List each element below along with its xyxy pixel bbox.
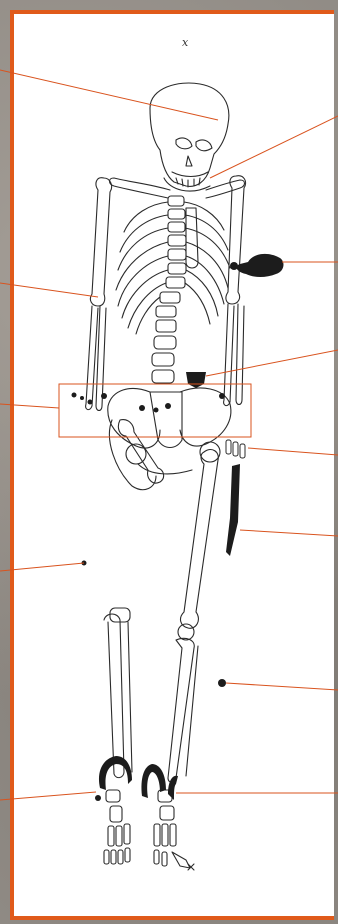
right-foot [154, 790, 194, 870]
left-ribs [116, 202, 168, 334]
artifact-blob [72, 254, 284, 801]
leader-line-knife [240, 530, 338, 536]
bead-cluster-dot [230, 262, 238, 270]
right-radius [224, 304, 234, 406]
ornament-cluster [237, 254, 284, 277]
leader-line-jaw [210, 116, 338, 178]
skeleton-drawing [86, 83, 246, 870]
left-ankle-ring [99, 756, 132, 790]
right-tibia [168, 638, 194, 782]
leader-line-knee-bead [226, 683, 338, 690]
left-clavicle [110, 178, 171, 198]
right-humerus [226, 176, 246, 304]
hand-bones-right [226, 440, 245, 458]
belt-plaque [186, 372, 206, 388]
right-clavicle [206, 180, 245, 198]
right-ribs [184, 202, 230, 324]
left-foot [104, 790, 130, 864]
leader-lines [0, 70, 338, 800]
spine [152, 196, 186, 383]
leader-line-field-bead [0, 563, 84, 571]
pelvis [108, 388, 231, 490]
knife-blade [226, 464, 240, 556]
patella [178, 624, 194, 640]
right-ulna [236, 304, 244, 405]
leader-line-left-arm [0, 283, 98, 297]
right-ankle-ring-2 [168, 776, 178, 800]
right-ankle-ring [141, 764, 166, 798]
right-femur [181, 450, 219, 629]
bead-hip-right [219, 393, 225, 399]
leader-line-skull [0, 70, 218, 120]
leader-line-hand [248, 448, 338, 455]
left-tibia [104, 614, 124, 778]
leader-line-pelvis-box [0, 404, 59, 408]
left-humerus [90, 178, 111, 306]
left-ankle-bead [95, 795, 101, 801]
left-fibula [128, 622, 132, 772]
leader-line-left-ankle [0, 792, 96, 800]
bead-knee [218, 679, 226, 687]
